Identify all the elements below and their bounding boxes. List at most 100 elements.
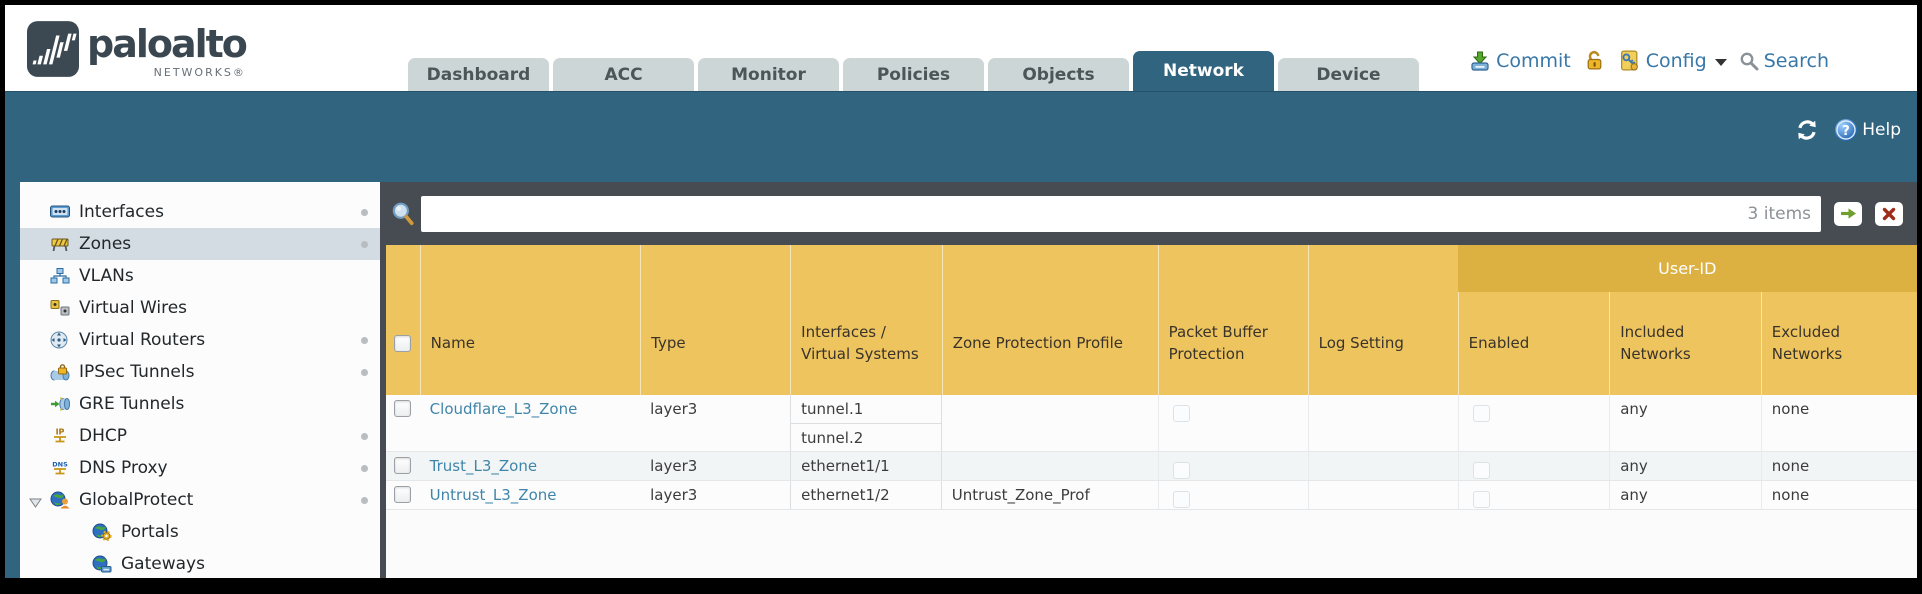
sidebar-item-dns-proxy[interactable]: DNS DNS Proxy	[20, 452, 380, 484]
sidebar-item-globalprotect[interactable]: GlobalProtect	[20, 484, 380, 516]
zone-name-link[interactable]: Untrust_L3_Zone	[429, 486, 557, 504]
log-setting	[1307, 481, 1458, 509]
search-button[interactable]: Search	[1739, 50, 1829, 72]
tab-policies[interactable]: Policies	[843, 58, 984, 91]
packet-buffer-checkbox[interactable]	[1172, 405, 1190, 422]
tab-dashboard[interactable]: Dashboard	[408, 58, 549, 91]
col-header-type[interactable]: Type	[640, 245, 790, 395]
zone-name-link[interactable]: Trust_L3_Zone	[429, 457, 538, 475]
filter-search-icon	[390, 201, 416, 227]
sidebar-item-label: Zones	[79, 234, 132, 254]
sidebar-item-virtual-wires[interactable]: Virtual Wires	[20, 292, 380, 324]
svg-text:?: ?	[1842, 124, 1850, 139]
left-gutter	[5, 182, 20, 578]
packet-buffer-checkbox[interactable]	[1172, 462, 1190, 479]
row-checkbox[interactable]	[394, 457, 412, 474]
paloalto-logo: paloalto NETWORKS®	[27, 21, 248, 79]
config-dropdown[interactable]: Config	[1618, 49, 1727, 72]
sidebar-item-ipsec-tunnels[interactable]: IPSec Tunnels	[20, 356, 380, 388]
tab-device[interactable]: Device	[1278, 58, 1419, 91]
user-id-group-header: User-ID	[1457, 245, 1917, 292]
user-id-enabled-checkbox[interactable]	[1472, 462, 1490, 479]
status-dot	[361, 336, 368, 344]
included-networks: any	[1609, 452, 1761, 480]
status-dot	[361, 496, 368, 504]
sidebar-item-zones[interactable]: Zones	[20, 228, 380, 260]
col-header-packet-buffer-protection[interactable]: Packet Buffer Protection	[1157, 245, 1308, 395]
interface-item: ethernet1/2	[801, 486, 890, 504]
zone-protection-profile	[942, 452, 1158, 480]
sidebar-item-virtual-routers[interactable]: Virtual Routers	[20, 324, 380, 356]
table-row: Trust_L3_Zone layer3 ethernet1/1 any non…	[386, 452, 1917, 481]
main-nav-tabs: Dashboard ACC Monitor Policies Objects N…	[408, 51, 1419, 91]
log-setting	[1307, 395, 1458, 451]
svg-text:DNS: DNS	[52, 461, 68, 469]
filter-input[interactable]	[421, 198, 1748, 229]
sidebar-item-dhcp[interactable]: IP DHCP	[20, 420, 380, 452]
col-header-name[interactable]: Name	[419, 245, 640, 395]
apply-filter-button[interactable]	[1834, 201, 1862, 226]
sidebar-item-label: Gateways	[121, 554, 205, 574]
sidebar-item-gre-tunnels[interactable]: GRE Tunnels	[20, 388, 380, 420]
log-setting	[1307, 452, 1458, 480]
search-icon	[1740, 52, 1759, 70]
help-row: ? Help	[1794, 118, 1901, 142]
col-header-included-networks[interactable]: Included Networks	[1609, 292, 1761, 395]
commit-button[interactable]: Commit	[1469, 50, 1571, 72]
sidebar-item-portals[interactable]: Portals	[20, 516, 380, 548]
user-id-enabled-checkbox[interactable]	[1472, 405, 1490, 422]
portals-icon	[92, 523, 115, 541]
zone-type: layer3	[650, 457, 698, 475]
commit-icon	[1471, 51, 1489, 71]
user-id-enabled-checkbox[interactable]	[1472, 491, 1490, 508]
expand-triangle-icon[interactable]	[29, 493, 42, 513]
zone-type: layer3	[650, 486, 698, 504]
col-header-enabled[interactable]: Enabled	[1457, 292, 1610, 395]
sidebar-item-gateways[interactable]: Gateways	[20, 548, 380, 578]
help-button[interactable]: ? Help	[1834, 118, 1901, 142]
excluded-networks: none	[1760, 395, 1917, 451]
tab-acc[interactable]: ACC	[553, 58, 694, 91]
clear-filter-button[interactable]	[1875, 201, 1903, 226]
row-checkbox[interactable]	[394, 400, 412, 417]
filter-bar: 3 items	[386, 182, 1917, 245]
sidebar-item-label: DNS Proxy	[79, 458, 168, 478]
sub-header-band: ? Help	[5, 91, 1917, 182]
row-checkbox[interactable]	[394, 486, 412, 503]
search-label: Search	[1763, 49, 1829, 72]
col-header-zone-protection-profile[interactable]: Zone Protection Profile	[941, 245, 1158, 395]
brand-tagline: NETWORKS®	[153, 66, 246, 79]
paloalto-logo-icon	[27, 21, 79, 77]
green-arrow-icon	[1840, 208, 1856, 219]
select-all-checkbox[interactable]	[394, 335, 412, 352]
interface-item: tunnel.2	[791, 423, 941, 451]
lock-icon[interactable]	[1583, 49, 1606, 72]
svg-text:IP: IP	[56, 428, 65, 437]
col-header-interfaces[interactable]: Interfaces / Virtual Systems	[790, 245, 942, 395]
table-row: Untrust_L3_Zone layer3 ethernet1/2 Untru…	[386, 481, 1917, 510]
items-count: 3 items	[1747, 203, 1811, 224]
brand-name: paloalto	[87, 22, 248, 66]
zone-name-link[interactable]: Cloudflare_L3_Zone	[429, 400, 578, 418]
status-dot	[361, 432, 368, 440]
zone-interfaces: tunnel.1 tunnel.2	[790, 395, 942, 451]
status-dot	[361, 464, 368, 472]
tab-monitor[interactable]: Monitor	[698, 58, 839, 91]
tab-objects[interactable]: Objects	[988, 58, 1129, 91]
sidebar-item-label: Interfaces	[79, 202, 164, 222]
dhcp-icon: IP	[50, 427, 73, 445]
packet-buffer-checkbox[interactable]	[1172, 491, 1190, 508]
help-icon: ?	[1835, 119, 1858, 141]
top-bar: paloalto NETWORKS® Dashboard ACC Monitor…	[5, 5, 1917, 91]
close-icon	[1882, 207, 1896, 220]
sidebar-item-interfaces[interactable]: Interfaces	[20, 196, 380, 228]
included-networks: any	[1609, 395, 1761, 451]
col-header-log-setting[interactable]: Log Setting	[1307, 245, 1458, 395]
tab-network[interactable]: Network	[1133, 51, 1274, 91]
excluded-networks: none	[1760, 452, 1917, 480]
config-icon	[1620, 50, 1638, 71]
refresh-icon[interactable]	[1794, 118, 1820, 142]
virtual-routers-icon	[50, 331, 73, 349]
sidebar-item-vlans[interactable]: VLANs	[20, 260, 380, 292]
col-header-excluded-networks[interactable]: Excluded Networks	[1760, 292, 1917, 395]
